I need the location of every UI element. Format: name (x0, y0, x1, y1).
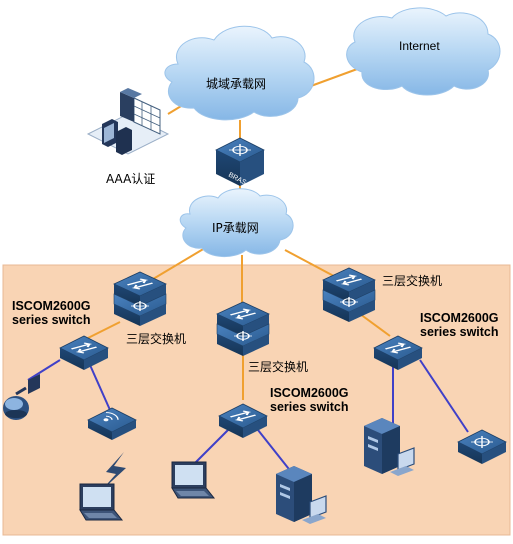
bras-router-icon (215, 137, 265, 186)
metro-network-cloud-icon (164, 25, 315, 121)
l3-switch-center-label: 三层交换机 (248, 360, 309, 374)
iscom-center-line2: series switch (270, 400, 349, 415)
wireless-link-lightning-icon (100, 452, 126, 492)
router-endpoint-icon (457, 429, 507, 464)
ip-camera-icon (3, 374, 40, 420)
iscom-center-line1: ISCOM2600G (270, 386, 349, 400)
iscom-right-line2: series switch (420, 325, 499, 340)
iscom-center-label: ISCOM2600G series switch (270, 386, 349, 415)
metro-network-label: 城域承载网 (206, 77, 267, 91)
internet-cloud-icon (346, 7, 501, 96)
iscom-left-line1: ISCOM2600G (12, 299, 91, 313)
aaa-server-rack-icon (86, 88, 170, 155)
iscom-left-label: ISCOM2600G series switch (12, 299, 91, 328)
iscom-right-line1: ISCOM2600G (420, 311, 499, 325)
ip-network-cloud-icon (179, 188, 294, 257)
aaa-auth-label: AAA认证 (106, 172, 156, 186)
l3-switch-right-label: 三层交换机 (382, 274, 443, 288)
internet-label: Internet (399, 39, 440, 53)
l3-switch-left-label: 三层交换机 (126, 332, 187, 346)
iscom-left-line2: series switch (12, 313, 91, 328)
iscom-right-label: ISCOM2600G series switch (420, 311, 499, 340)
wireless-ap-icon (87, 407, 137, 440)
ip-network-label: IP承载网 (212, 221, 259, 235)
